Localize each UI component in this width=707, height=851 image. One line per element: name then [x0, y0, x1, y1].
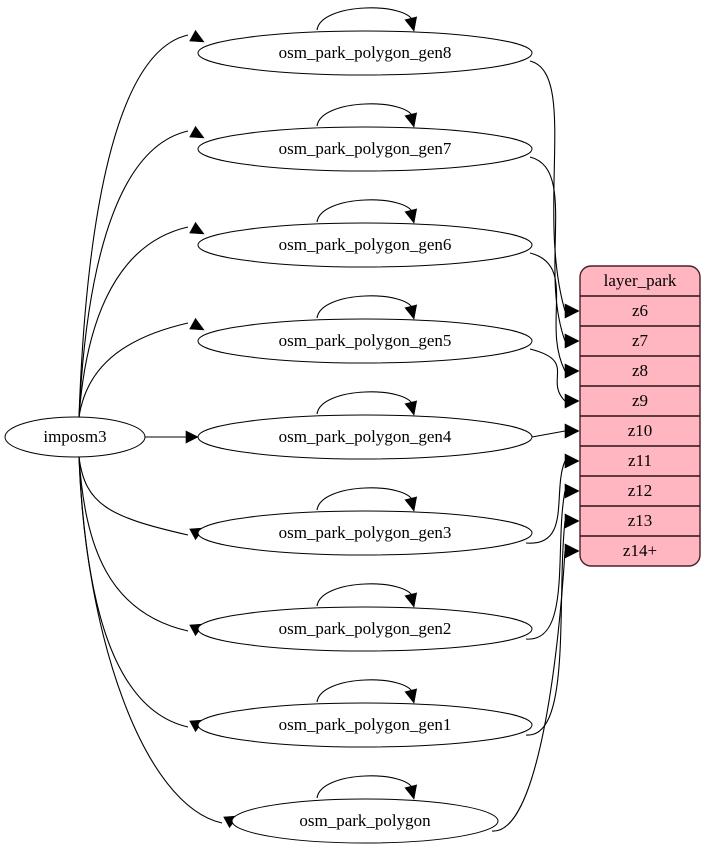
- edge-gen6-to-z8: [529, 252, 566, 372]
- arrowhead-icon: [404, 496, 418, 512]
- edge-base-to-z14+: [491, 550, 566, 832]
- node-gen4-label: osm_park_polygon_gen4: [279, 427, 452, 446]
- table-row-z11[interactable]: z11: [628, 451, 652, 470]
- edge-gen1-to-z13: [525, 520, 566, 736]
- self-loop-edge-gen3: [316, 487, 414, 511]
- node-gen6-shape: [197, 222, 533, 268]
- edge-group-node-to-table: [491, 60, 580, 832]
- node-base[interactable]: osm_park_polygon: [231, 798, 499, 844]
- node-gen6[interactable]: osm_park_polygon_gen6: [197, 222, 533, 268]
- node-base-label: osm_park_polygon: [299, 811, 431, 830]
- arrowhead-icon: [189, 125, 205, 139]
- edge-imposm3-to-gen5: [78, 322, 189, 418]
- node-gen1-shape: [197, 702, 533, 748]
- arrowhead-icon: [404, 784, 418, 800]
- node-gen5-shape: [197, 318, 533, 364]
- edge-group-self-loops: [316, 7, 418, 800]
- node-gen7-label: osm_park_polygon_gen7: [279, 139, 452, 158]
- arrowhead-icon: [564, 513, 580, 529]
- arrowhead-icon: [404, 112, 418, 128]
- self-loop-edge-gen4: [316, 391, 414, 415]
- table-row-z8[interactable]: z8: [632, 361, 648, 380]
- arrowhead-icon: [564, 333, 580, 349]
- self-loop-edge-gen7: [316, 103, 414, 127]
- edge-gen5-to-z9: [529, 348, 566, 402]
- table-row-z9[interactable]: z9: [632, 391, 648, 410]
- node-gen2[interactable]: osm_park_polygon_gen2: [197, 606, 533, 652]
- node-gen7[interactable]: osm_park_polygon_gen7: [197, 126, 533, 172]
- node-gen4-shape: [197, 414, 533, 460]
- edge-gen3-to-z11: [525, 460, 566, 544]
- edge-gen7-to-z7: [529, 156, 566, 342]
- arrowhead-icon: [404, 400, 418, 416]
- self-loop-edge-base: [316, 775, 414, 799]
- edge-imposm3-to-gen6: [78, 226, 189, 418]
- node-base-shape: [231, 798, 499, 844]
- arrowhead-icon: [404, 688, 418, 704]
- node-gen7-shape: [197, 126, 533, 172]
- edge-gen2-to-z12: [525, 490, 566, 640]
- arrowhead-icon: [564, 393, 580, 409]
- table-row-z12[interactable]: z12: [628, 481, 653, 500]
- edge-imposm3-to-base: [78, 456, 223, 824]
- arrowhead-icon: [564, 423, 580, 439]
- edge-imposm3-to-gen7: [78, 130, 189, 418]
- arrowhead-icon: [564, 303, 580, 319]
- arrowhead-icon: [404, 592, 418, 608]
- arrowhead-icon: [564, 483, 580, 499]
- self-loop-edge-gen6: [316, 199, 414, 223]
- table-row-z6[interactable]: z6: [632, 301, 648, 320]
- arrowhead-icon: [564, 543, 580, 559]
- self-loop-edge-gen1: [316, 679, 414, 703]
- table-row-z13[interactable]: z13: [628, 511, 653, 530]
- table-row-z10[interactable]: z10: [628, 421, 653, 440]
- table-header-layer-park: layer_park: [604, 271, 677, 290]
- node-gen3-label: osm_park_polygon_gen3: [279, 523, 452, 542]
- self-loop-edge-gen2: [316, 583, 414, 607]
- arrowhead-icon: [564, 363, 580, 379]
- node-gen3[interactable]: osm_park_polygon_gen3: [197, 510, 533, 556]
- arrowhead-icon: [404, 208, 418, 224]
- node-gen8-label: osm_park_polygon_gen8: [279, 43, 452, 62]
- arrowhead-icon: [404, 16, 418, 32]
- edge-gen8-to-z6: [529, 60, 566, 312]
- table-group-layer-park: layer_park z6 z7 z8 z9 z10 z11 z12 z13 z14+: [579, 265, 701, 567]
- node-imposm3-label: imposm3: [43, 427, 106, 446]
- arrowhead-icon: [189, 29, 205, 43]
- node-gen6-label: osm_park_polygon_gen6: [279, 235, 452, 254]
- node-gen5[interactable]: osm_park_polygon_gen5: [197, 318, 533, 364]
- node-imposm3[interactable]: imposm3: [4, 416, 146, 458]
- edge-imposm3-to-gen8: [78, 34, 189, 418]
- node-imposm3-shape: [4, 416, 146, 458]
- edge-imposm3-to-gen3: [78, 456, 189, 536]
- node-gen1-label: osm_park_polygon_gen1: [279, 715, 452, 734]
- arrowhead-icon: [185, 430, 199, 444]
- node-group-ellipses: osm_park_polygon_gen8 osm_park_polygon_ge…: [4, 30, 533, 844]
- node-gen1[interactable]: osm_park_polygon_gen1: [197, 702, 533, 748]
- edge-gen4-to-z10: [531, 430, 566, 438]
- node-gen4[interactable]: osm_park_polygon_gen4: [197, 414, 533, 460]
- node-gen2-shape: [197, 606, 533, 652]
- table-row-z14+[interactable]: z14+: [623, 541, 657, 560]
- node-gen5-label: osm_park_polygon_gen5: [279, 331, 452, 350]
- table-row-z7[interactable]: z7: [632, 331, 649, 350]
- arrowhead-icon: [189, 317, 205, 331]
- self-loop-edge-gen8: [316, 7, 414, 31]
- node-gen8[interactable]: osm_park_polygon_gen8: [197, 30, 533, 76]
- node-gen3-shape: [197, 510, 533, 556]
- edge-imposm3-to-gen2: [78, 456, 189, 632]
- arrowhead-icon: [404, 304, 418, 320]
- arrowhead-icon: [564, 453, 580, 469]
- arrowhead-icon: [189, 221, 205, 235]
- node-gen2-label: osm_park_polygon_gen2: [279, 619, 452, 638]
- node-gen8-shape: [197, 30, 533, 76]
- self-loop-edge-gen5: [316, 295, 414, 319]
